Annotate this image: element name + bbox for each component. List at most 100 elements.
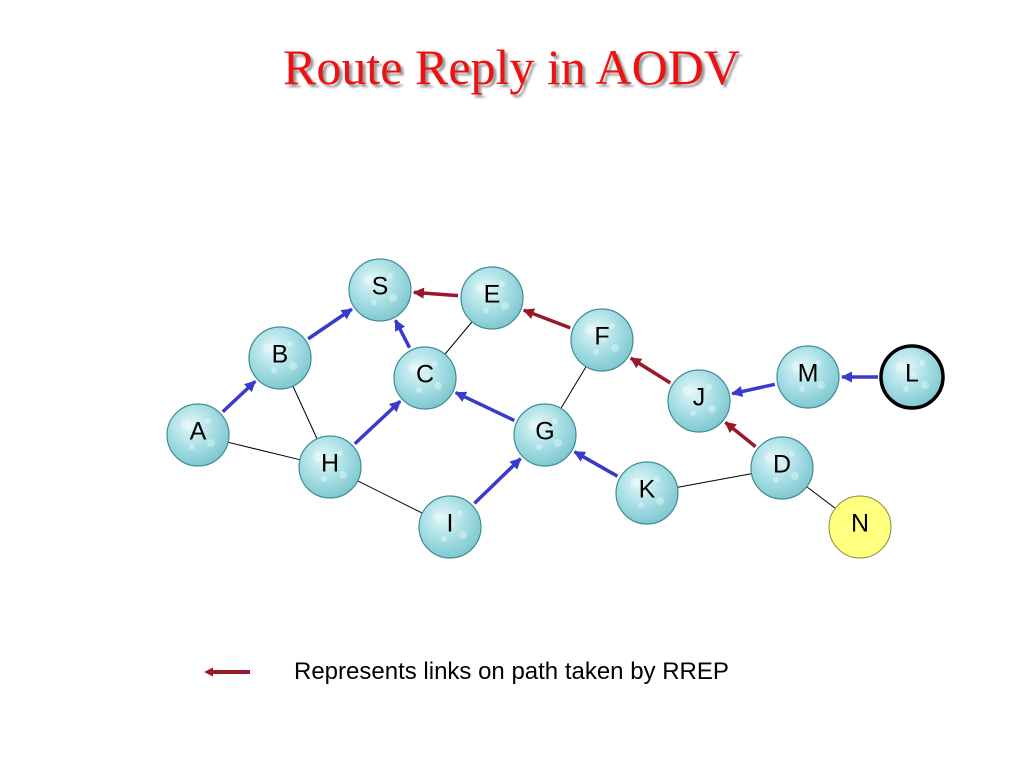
node-M-texture-0: [791, 362, 801, 372]
node-J-texture-2: [708, 405, 716, 413]
rreq-link-G-C: [454, 391, 516, 422]
node-A-label: A: [190, 418, 207, 446]
node-N-label: N: [851, 510, 869, 538]
node-M-texture-1: [815, 360, 821, 366]
node-F: F: [570, 308, 634, 372]
node-E-texture-0: [475, 283, 485, 293]
node-B-texture-3: [271, 367, 277, 373]
node-L-texture-0: [895, 362, 905, 372]
node-I-label: I: [447, 510, 454, 538]
node-N-circle: [828, 495, 892, 559]
node-C-circle: [393, 346, 457, 410]
link-E-C: [443, 320, 474, 356]
node-D-texture-2: [791, 472, 799, 480]
node-S-circle: [348, 258, 412, 322]
node-M-circle: [776, 345, 840, 409]
node-J-texture-0: [682, 386, 692, 396]
node-M-texture-2: [817, 381, 825, 389]
node-F-circle: [570, 308, 634, 372]
node-B-circle: [248, 326, 312, 390]
legend: Represents links on path taken by RREP: [204, 652, 729, 692]
node-M: M: [776, 345, 840, 409]
slide-title: Route Reply in AODV: [283, 39, 740, 95]
node-D-texture-1: [789, 451, 795, 457]
rreq-link-B-S: [307, 307, 353, 341]
node-C: C: [393, 346, 457, 410]
node-H-texture-2: [339, 471, 347, 479]
link-A-H: [227, 441, 301, 461]
node-B-texture-1: [287, 341, 293, 347]
node-E-circle: [460, 266, 524, 330]
rrep-legend-arrow-icon: [204, 667, 250, 677]
rreq-link-H-C: [353, 399, 402, 446]
node-G-texture-1: [552, 418, 558, 424]
node-E: E: [460, 266, 524, 330]
node-G-circle: [513, 403, 577, 467]
node-G-texture-0: [528, 420, 538, 430]
node-C-label: C: [416, 361, 434, 389]
node-A-texture-3: [189, 444, 195, 450]
node-B-texture-2: [289, 362, 297, 370]
legend-text: Represents links on path taken by RREP: [294, 658, 729, 685]
rrep-link-D-J: [724, 420, 757, 449]
node-A-texture-2: [207, 439, 215, 447]
node-D: D: [750, 436, 814, 500]
node-K-texture-4: [646, 488, 652, 494]
rrep-link-E-S: [412, 287, 459, 299]
node-C-texture-2: [434, 382, 442, 390]
node-B-label: B: [272, 341, 289, 369]
node-A: A: [166, 403, 230, 467]
node-K-circle: [615, 461, 679, 525]
node-E-texture-1: [499, 281, 505, 287]
node-G-texture-2: [554, 439, 562, 447]
link-F-G: [560, 365, 587, 410]
node-D-texture-0: [765, 453, 775, 463]
node-G-texture-3: [536, 444, 542, 450]
node-H-label: H: [321, 450, 339, 478]
node-F-texture-3: [593, 349, 599, 355]
node-K-texture-1: [654, 476, 660, 482]
node-S-texture-1: [387, 273, 393, 279]
node-H-texture-3: [321, 476, 327, 482]
node-L-texture-4: [911, 372, 917, 378]
rrep-link-J-F: [629, 356, 672, 385]
link-H-I: [356, 479, 424, 515]
node-I-texture-4: [449, 522, 455, 528]
node-B-texture-0: [263, 343, 273, 353]
node-M-texture-4: [807, 372, 813, 378]
node-B-texture-4: [279, 353, 285, 359]
node-J-texture-3: [690, 410, 696, 416]
rreq-link-M-J: [731, 382, 776, 397]
node-H-texture-0: [313, 452, 323, 462]
link-B-H: [292, 385, 318, 440]
link-K-D: [676, 472, 753, 489]
node-L-texture-3: [903, 386, 909, 392]
node-A-texture-0: [181, 420, 191, 430]
node-H-texture-1: [337, 450, 343, 456]
node-G-texture-4: [544, 430, 550, 436]
node-I-texture-3: [441, 536, 447, 542]
rreq-link-C-S: [393, 319, 412, 349]
node-I-texture-0: [433, 512, 443, 522]
node-F-texture-0: [585, 325, 595, 335]
node-I: I: [418, 495, 482, 559]
node-K-label: K: [639, 476, 656, 504]
node-H: H: [298, 435, 362, 499]
node-H-circle: [298, 435, 362, 499]
node-E-label: E: [484, 281, 501, 309]
node-S-texture-3: [371, 299, 377, 305]
node-S: S: [348, 258, 412, 322]
node-D-texture-3: [773, 477, 779, 483]
node-G: G: [513, 403, 577, 467]
node-S-texture-4: [379, 285, 385, 291]
rrep-link-F-E: [522, 308, 571, 330]
node-C-texture-3: [416, 387, 422, 393]
node-L-texture-2: [921, 381, 929, 389]
node-C-texture-0: [408, 363, 418, 373]
node-B: B: [248, 326, 312, 390]
link-D-N: [805, 485, 837, 510]
node-I-texture-1: [457, 510, 463, 516]
node-K: K: [615, 461, 679, 525]
node-A-texture-4: [197, 430, 203, 436]
node-J-texture-1: [706, 384, 712, 390]
